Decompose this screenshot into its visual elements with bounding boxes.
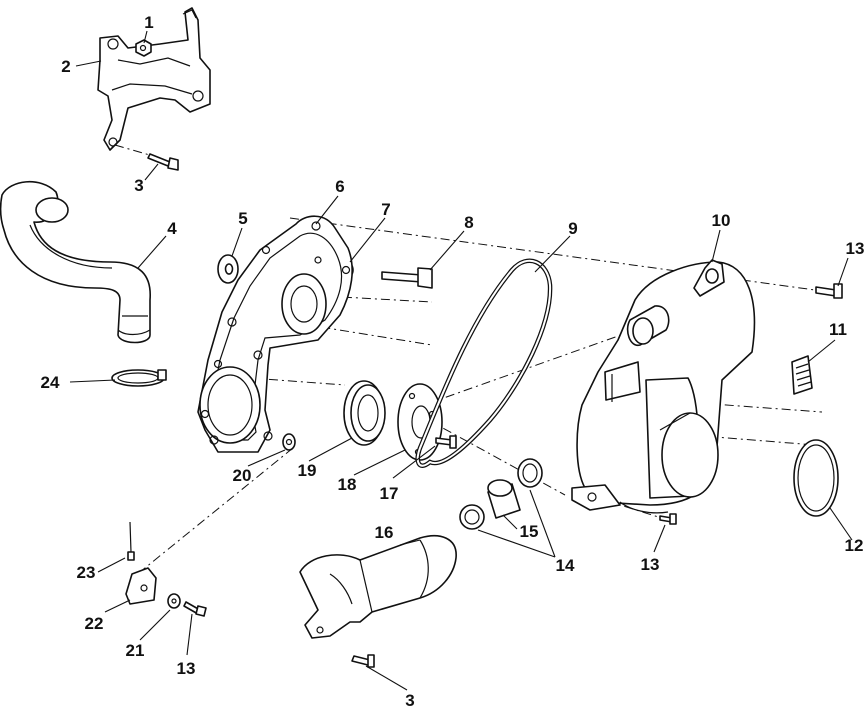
pin-part-23: [127, 521, 135, 561]
leader-lines: [69, 30, 853, 691]
inner-cover-part-6: [197, 215, 353, 453]
bolt-part-8: [381, 267, 433, 289]
callout-10: 10: [712, 211, 731, 230]
bracket-part-22: [125, 567, 157, 605]
washer-part-20: [282, 433, 296, 451]
decal-part-11: [791, 355, 813, 395]
callout-4: 4: [167, 219, 177, 238]
bolt-part-13-lower-left: [183, 601, 207, 617]
outer-cover-part-10: [571, 259, 756, 514]
callout-14: 14: [556, 556, 575, 575]
outlet-duct-part-16: [299, 534, 457, 639]
callout-8: 8: [464, 213, 473, 232]
callout-3-upper: 3: [134, 176, 143, 195]
callout-9: 9: [568, 219, 577, 238]
callout-17: 17: [380, 484, 399, 503]
bolt-part-13-lower-right: [659, 513, 677, 525]
hose-clamp-part-24: [111, 369, 167, 387]
callout-22: 22: [85, 614, 104, 633]
seal-part-19: [343, 380, 386, 446]
bushing-ring-part-14-b: [459, 504, 485, 530]
drive-belt-part-9: [415, 258, 553, 468]
callout-24: 24: [41, 373, 60, 392]
mounting-bracket: [97, 7, 211, 151]
callout-2: 2: [61, 57, 70, 76]
callout-11: 11: [829, 320, 847, 339]
callout-13-upper: 13: [846, 239, 865, 258]
callout-19: 19: [298, 461, 317, 480]
callout-1: 1: [144, 13, 153, 32]
callout-18: 18: [338, 475, 357, 494]
callout-13-lower-left: 13: [177, 659, 196, 678]
callout-16: 16: [375, 523, 394, 542]
callout-12: 12: [845, 536, 864, 555]
bolt-part-3-lower: [351, 654, 375, 668]
callout-7: 7: [381, 200, 390, 219]
callout-20: 20: [233, 466, 252, 485]
gasket-disc-part-12: [793, 439, 839, 517]
washer-part-21: [167, 593, 181, 609]
callout-5: 5: [238, 209, 247, 228]
intake-hose: [0, 180, 151, 344]
callout-3-lower: 3: [405, 691, 414, 707]
bushing-ring-part-14-a: [517, 458, 543, 488]
callout-13-lower-right: 13: [641, 555, 660, 574]
bushing-part-15: [487, 479, 521, 519]
washer-part-5: [217, 254, 239, 284]
callout-23: 23: [77, 563, 96, 582]
callout-21: 21: [126, 641, 145, 660]
nut-part-1: [135, 39, 152, 57]
bolt-part-13-upper: [815, 283, 843, 299]
callout-labels: 1 2 3 4 5 6 7 8 9 10 13 11 12 13 14 15 1…: [41, 13, 865, 707]
callout-15: 15: [520, 522, 539, 541]
bolt-part-3-upper: [147, 153, 179, 171]
callout-6: 6: [335, 177, 344, 196]
screw-part-17: [435, 435, 457, 449]
